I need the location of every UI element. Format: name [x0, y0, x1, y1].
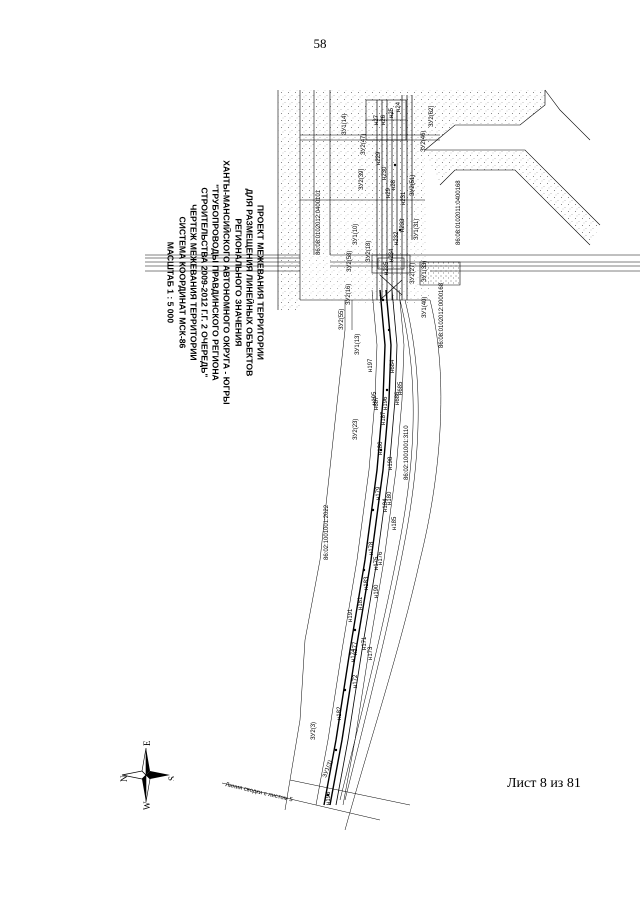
parcel-label: ЗУ2(39) — [359, 169, 365, 190]
point-label: н685 — [398, 381, 404, 395]
point-label: н686 — [395, 391, 401, 405]
cadastral-label: 86:02:1001001:2022 — [324, 504, 330, 560]
parcel-label: ЗУ2(55) — [339, 309, 345, 330]
parcel-label: ЗУ2(23) — [353, 419, 359, 440]
point-label: н175 — [374, 556, 380, 570]
point-label: н26 — [381, 114, 387, 125]
title-line-2: ДЛЯ РАЗМЕЩЕНИЯ ЛИНЕЙНЫХ ОБЪЕКТОВ — [244, 188, 255, 377]
point-label: н684 — [390, 359, 396, 373]
point-label: н198 — [388, 456, 394, 470]
point-label: н185 — [392, 516, 398, 530]
cadastral-label: 86:08:0102012:0400101 — [316, 189, 322, 255]
point-label: н233 — [400, 218, 406, 232]
point-label: н197 — [368, 358, 374, 372]
parcel-label: ЗУ2(3) — [311, 722, 317, 740]
compass-s: S — [167, 776, 174, 781]
parcel-label: ЗУ2(58) — [347, 251, 353, 272]
boundary-curves — [221, 299, 442, 831]
parcel-label: ЗУ2(16) — [346, 284, 352, 305]
parcel-label: ЗУ2(46) — [421, 131, 427, 152]
point-label: н173 — [368, 646, 374, 660]
parcel-label: ЗУ1(3) — [322, 760, 334, 779]
point-label: н195 — [372, 391, 378, 405]
point-label: н687 — [374, 396, 380, 410]
cadastral-label: 86:08:0102012:0000168 — [439, 282, 445, 348]
title-line-8: СИСТЕМА КООРДИНАТ МСК-86 — [176, 216, 187, 349]
boundary-points — [326, 163, 402, 797]
point-label: н172 — [353, 674, 359, 688]
point-label: н179 — [376, 486, 382, 500]
point-label: н184 — [383, 498, 389, 512]
pipeline-corridor — [315, 289, 419, 806]
parcel-label: ЗУ1(31) — [414, 219, 420, 240]
parcel-label: ЗУ2(62) — [429, 106, 435, 127]
point-label: н24 — [396, 101, 402, 112]
parcel-label: ЗУ1(14) — [342, 114, 348, 135]
point-label: н232 — [394, 231, 400, 245]
point-label: н193 — [326, 791, 332, 805]
parcel-label: ЗУ1(33) — [422, 261, 428, 282]
parcel-label: ЗУ1(13) — [355, 334, 361, 355]
point-label: н235 — [384, 261, 390, 275]
page-number: 58 — [313, 36, 327, 51]
point-label: н176 — [378, 551, 384, 565]
point-label: н174 — [351, 648, 357, 662]
cadastral-label: 86:08:0102011:0400168 — [456, 180, 462, 245]
parcel-label: ЗУ2(27) — [410, 263, 416, 284]
compass-n: N — [119, 775, 129, 782]
point-label: н29 — [386, 187, 392, 198]
point-label: н177 — [353, 641, 359, 655]
cadastral-label: 86:02:1001001:3110 — [404, 425, 410, 480]
point-label: н186 — [378, 441, 384, 455]
junction-detail — [365, 99, 411, 301]
point-label: н191 — [348, 608, 354, 622]
stippled-areas — [278, 90, 600, 310]
point-label: н234 — [389, 248, 395, 262]
vertical-pipelines — [376, 95, 413, 300]
point-label: н190 — [374, 584, 380, 598]
parcel-label: ЗУ1(10) — [353, 224, 359, 245]
point-label: н171 — [362, 636, 368, 650]
point-label: н183 — [364, 576, 370, 590]
point-label: н196 — [383, 396, 389, 410]
sheet-label: Лист 8 из 81 — [507, 776, 581, 791]
title-block: ПРОЕКТ МЕЖЕВАНИЯ ТЕРРИТОРИИ ДЛЯ РАЗМЕЩЕН… — [165, 92, 266, 472]
point-label: н230 — [382, 166, 388, 180]
compass-rose-icon: N E S W — [119, 740, 174, 810]
title-line-6: СТРОИТЕЛЬСТВА 2009-2012 Г.Г. 2 ОЧЕРЕДЬ" — [199, 187, 210, 378]
compass-w: W — [142, 801, 152, 810]
title-line-9: МАСШТАБ 1 : 5 000 — [165, 241, 176, 324]
parcel-label: ЗУ2(47) — [361, 134, 367, 155]
title-line-7: ЧЕРТЕЖ МЕЖЕВАНИЯ ТЕРРИТОРИИ — [188, 204, 199, 361]
point-label: н187 — [381, 411, 387, 425]
point-label: н182 — [337, 706, 343, 720]
point-label: н178 — [369, 541, 375, 555]
point-label: н27 — [374, 114, 380, 125]
point-label: н229 — [376, 151, 382, 165]
title-line-1: ПРОЕКТ МЕЖЕВАНИЯ ТЕРРИТОРИИ — [255, 204, 266, 360]
point-label: н25 — [389, 107, 395, 118]
title-line-4: ХАНТЫ-МАНСИЙСКОГО АВТОНОМНОГО ОКРУГА - Ю… — [221, 160, 232, 405]
parcel-label: ЗУ1(40) — [422, 297, 428, 318]
title-line-3: РЕГИОНАЛЬНОГО ЗНАЧЕНИЯ — [233, 218, 244, 347]
point-label: н28 — [391, 179, 397, 190]
point-label: н180 — [387, 491, 393, 505]
parcel-label: ЗУ2(18) — [366, 241, 372, 262]
point-label: н181 — [358, 596, 364, 610]
compass-e: E — [142, 740, 152, 746]
parcel-label: ЗУ2(51) — [410, 175, 416, 196]
title-line-5: "ТРУБОПРОВОДЫ ПРАВДИНСКОГО РЕГИОНА — [210, 184, 221, 381]
match-line-label: Линия сводки с листом 5 — [225, 782, 294, 804]
point-label: н231 — [401, 191, 407, 205]
